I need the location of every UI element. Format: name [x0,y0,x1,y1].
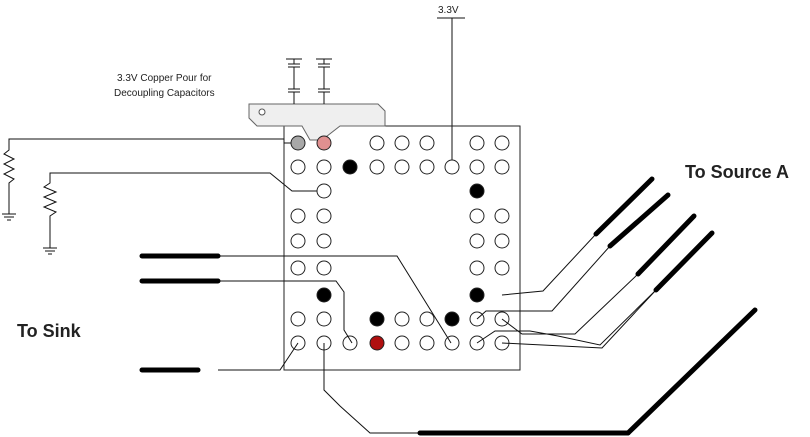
bga-ball-r8-c3 [369,335,385,351]
bga-package-outline [283,125,521,371]
bga-ball-r0-c4 [394,135,410,151]
source-lead-2 [607,192,671,249]
source-lead-4 [653,230,715,293]
trace-source-5 [501,289,657,349]
bga-ball-r4-c0 [290,233,306,249]
bga-ball-r8-c4 [394,335,410,351]
bottom-lead-2 [625,307,758,436]
source-label: To Source A [685,162,789,182]
bga-ball-r7-c5 [419,311,435,327]
bga-ball-r7-c4 [394,311,410,327]
copper-pour-via [258,108,266,116]
bga-ball-r3-c7 [469,208,485,224]
bga-ball-r8-c5 [419,335,435,351]
trace-source-3 [501,273,639,335]
bga-ball-r1-c0 [290,159,306,175]
trace-sink-2 [218,280,353,344]
thick-leads [139,176,758,436]
bga-ball-r5-c7 [469,260,485,276]
supply-rail [437,17,465,165]
bga-ball-r1-c3 [369,159,385,175]
bga-ball-r4-c1 [316,233,332,249]
source-lead-3 [635,213,697,277]
bga-ball-r1-c6 [444,159,460,175]
pull-resistor-1 [2,138,298,221]
bga-ball-r5-c0 [290,260,306,276]
bga-ball-r3-c8 [494,208,510,224]
bga-ball-r6-c1 [316,287,332,303]
source-lead-1 [593,176,655,237]
supply-label: 3.3V [438,5,459,16]
trace-source-4 [476,289,657,346]
bga-ball-r6-c7 [469,287,485,303]
bga-ball-r7-c3 [369,311,385,327]
bga-ball-r7-c0 [290,311,306,327]
copper-pour-label-line1: 3.3V Copper Pour for [117,73,212,84]
trace-source-2 [476,245,611,320]
bga-ball-r0-c1 [316,135,332,151]
bga-ball-r4-c7 [469,233,485,249]
bga-ball-r4-c8 [494,233,510,249]
trace-source-1 [501,233,597,296]
bga-ball-r5-c1 [316,260,332,276]
bga-ball-r1-c7 [469,159,485,175]
copper-pour-label-line2: Decoupling Capacitors [114,88,215,99]
bga-ball-r1-c4 [394,159,410,175]
bga-ball-r0-c5 [419,135,435,151]
decoupling-capacitor-1 [286,58,302,104]
bga-ball-r8-c2 [342,335,358,351]
bga-ball-r1-c5 [419,159,435,175]
sink-label: To Sink [17,321,82,341]
bga-ball-r7-c1 [316,311,332,327]
pull-resistor-2 [42,172,322,255]
bga-ball-r0-c8 [494,135,510,151]
bga-ball-r3-c1 [316,208,332,224]
bga-ball-r2-c7 [469,183,485,199]
bga-ball-r0-c3 [369,135,385,151]
bga-ball-r3-c0 [290,208,306,224]
trace-wires [218,233,657,434]
trace-bottom-loop [323,343,420,434]
bga-ball-r0-c0 [290,135,306,151]
bga-ball-r0-c7 [469,135,485,151]
trace-sink-1 [218,255,452,344]
bga-ball-r1-c8 [494,159,510,175]
bga-ball-r2-c1 [316,183,332,199]
bga-ball-r1-c1 [316,159,332,175]
bga-ball-r8-c6 [444,335,460,351]
trace-sink-3 [218,342,299,371]
bga-ball-r1-c2 [342,159,358,175]
decoupling-capacitor-2 [316,58,332,104]
bga-ball-r7-c6 [444,311,460,327]
ball-grid [290,135,510,351]
bga-ball-r5-c8 [494,260,510,276]
copper-pour-shape [248,103,386,141]
